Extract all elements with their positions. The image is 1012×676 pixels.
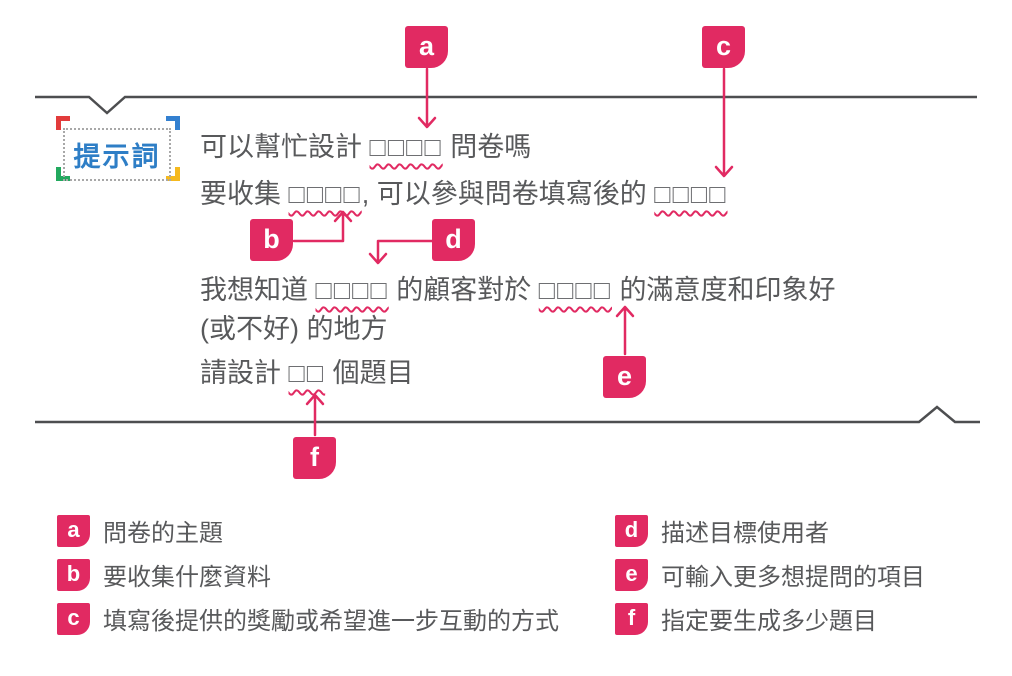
legend-item-d: d 描述目標使用者 [615,513,829,548]
marker-b-connector [292,210,353,243]
corner-bracket-yellow-icon [166,167,180,181]
bottom-divider-line [35,405,980,424]
legend-marker-d: d [615,514,648,547]
marker-d-connector [368,239,434,265]
line2-pre: 要收集 [200,179,289,209]
legend-marker-e: e [615,558,648,591]
legend-text-b: 要收集什麼資料 [103,564,271,591]
legend-item-e: e 可輸入更多想提問的項目 [615,557,925,592]
legend-marker-a: a [57,514,90,547]
marker-a-badge: a [405,26,448,68]
line4-blank-question-count: □□ [288,358,326,388]
line3-pre: 我想知道 [200,275,316,305]
line4-post: 個題目 [325,358,414,388]
marker-c-badge: c [702,26,745,68]
marker-a-arrow [417,67,437,129]
line3-blank-ask-items: □□□□ [538,275,612,305]
prompt-label-badge: 提示詞 [56,116,180,181]
line2-blank-reward: □□□□ [654,179,728,209]
legend-text-d: 描述目標使用者 [661,520,829,547]
prompt-label: 提示詞 [63,128,171,181]
prompt-line-3b: (或不好) 的地方 [200,314,388,344]
legend-item-f: f 指定要生成多少題目 [615,601,877,636]
marker-f-arrow [305,393,325,437]
legend-marker-f: f [615,602,648,635]
marker-e-badge: e [603,356,646,398]
line2-mid: , 可以參與問卷填寫後的 [361,179,655,209]
legend-text-f: 指定要生成多少題目 [661,608,877,635]
legend-marker-c: c [57,602,90,635]
legend-item-b: b 要收集什麼資料 [57,557,271,592]
marker-e-arrow [615,305,635,356]
legend-item-a: a 問卷的主題 [57,513,223,548]
corner-bracket-blue-icon [166,116,180,130]
line1-pre: 可以幫忙設計 [200,132,370,162]
line1-post: 問卷嗎 [442,132,532,162]
marker-f-badge: f [293,437,336,479]
legend-item-c: c 填寫後提供的獎勵或希望進一步互動的方式 [57,601,559,636]
line3-post: 的滿意度和印象好 [612,275,836,305]
prompt-line-3: 我想知道 □□□□ 的顧客對於 □□□□ 的滿意度和印象好 [200,273,836,307]
legend-text-c: 填寫後提供的獎勵或希望進一步互動的方式 [103,608,559,635]
line4-pre: 請設計 [200,358,289,388]
legend-text-e: 可輸入更多想提問的項目 [661,564,925,591]
prompt-line-4: 請設計 □□ 個題目 [200,356,414,390]
marker-b-badge: b [250,219,293,261]
marker-d-badge: d [432,219,475,261]
line3-blank-target-user: □□□□ [315,275,389,305]
prompt-line-2: 要收集 □□□□, 可以參與問卷填寫後的 □□□□ [200,177,728,211]
top-divider-line [35,95,977,115]
corner-bracket-red-icon [56,116,70,130]
line3-mid: 的顧客對於 [388,275,539,305]
line2-blank-data: □□□□ [288,179,362,209]
legend-marker-b: b [57,558,90,591]
legend-text-a: 問卷的主題 [103,520,223,547]
prompt-line-1: 可以幫忙設計 □□□□ 問卷嗎 [200,130,531,164]
marker-c-arrow [714,67,734,178]
line1-blank-topic: □□□□ [369,132,443,162]
